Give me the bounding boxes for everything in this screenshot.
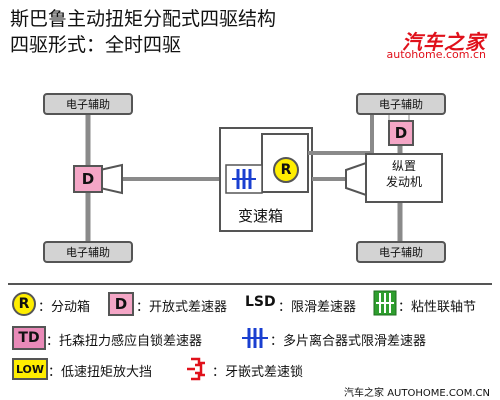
wheel-front-left: 电子辅助 xyxy=(43,93,133,115)
footer-watermark: 汽车之家 AUTOHOME.COM.CN xyxy=(344,388,490,399)
legend-open-diff-label: ：开放式差速器 xyxy=(136,300,228,315)
legend-divider xyxy=(8,283,492,285)
legend-torsen-label: ：托森扭力感应自锁差速器 xyxy=(46,334,203,349)
legend-lsd-label: ：限滑差速器 xyxy=(278,300,357,315)
legend-transfer-label: ：分动箱 xyxy=(38,300,91,315)
legend-low-range-icon: LOW xyxy=(12,358,48,380)
gearbox-label: 变速箱 xyxy=(238,207,284,225)
legend-open-diff-icon: D xyxy=(108,292,134,316)
viscous-coupling-icon xyxy=(373,290,397,316)
engine-label-line2: 发动机 xyxy=(385,175,422,189)
legend-multiplate-label: ：多片离合器式限滑差速器 xyxy=(270,334,427,349)
transfer-case-badge: R xyxy=(273,157,299,183)
autohome-logo-url: autohome.com.cn xyxy=(386,48,486,61)
wheel-rear-left: 电子辅助 xyxy=(356,93,446,115)
engine-box xyxy=(365,153,443,203)
front-diff-housing xyxy=(99,163,123,195)
drivetrain-diagram xyxy=(85,101,443,242)
engine-bellhousing xyxy=(345,161,367,197)
legend-viscous-label: ：粘性联轴节 xyxy=(398,300,477,315)
engine-label-line1: 纵置 xyxy=(391,159,416,173)
legend-transfer-icon: R xyxy=(12,292,36,316)
wheel-rear-right: 电子辅助 xyxy=(356,241,446,263)
diagram-title: 斯巴鲁主动扭矩分配式四驱结构 xyxy=(10,8,277,30)
legend-dog-clutch-label: ：牙嵌式差速锁 xyxy=(212,365,304,380)
rear-propeller-shaft xyxy=(308,110,390,155)
wheel-front-right: 电子辅助 xyxy=(43,241,133,263)
legend-torsen-icon: TD xyxy=(12,326,46,350)
engine-label: 纵置 发动机 xyxy=(366,158,442,190)
legend-low-range-label: ：低速扭矩放大挡 xyxy=(48,365,153,380)
multiplate-clutch-legend-icon xyxy=(242,328,268,348)
autohome-logo: 汽车之家 xyxy=(402,30,486,54)
legend-lsd-icon: LSD xyxy=(245,294,276,310)
front-differential-badge: D xyxy=(73,165,103,193)
dog-clutch-lock-icon xyxy=(187,357,205,381)
rear-differential-badge: D xyxy=(388,120,414,146)
drive-type-subtitle: 四驱形式：全时四驱 xyxy=(10,34,182,56)
